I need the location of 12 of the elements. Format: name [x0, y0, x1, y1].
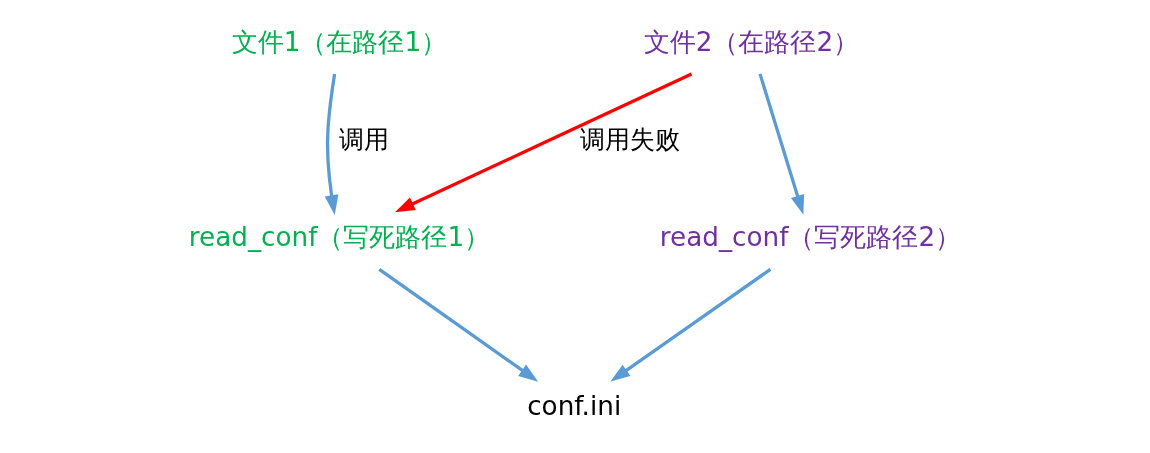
arrow: [394, 72, 693, 213]
arrow: [610, 268, 772, 382]
arrow: [378, 268, 539, 382]
node-text: 文件2（在路径2）: [643, 26, 860, 57]
node-text: conf.ini: [527, 390, 622, 421]
arrow: [758, 73, 805, 215]
edge-label: 调用失败: [580, 124, 681, 154]
edge-label: 调用: [339, 124, 390, 154]
node-text: read_conf（写死路径1）: [188, 221, 491, 252]
node-text: 文件1（在路径1）: [231, 26, 448, 57]
arrow: [324, 73, 339, 215]
node-text: read_conf（写死路径2）: [659, 221, 962, 252]
